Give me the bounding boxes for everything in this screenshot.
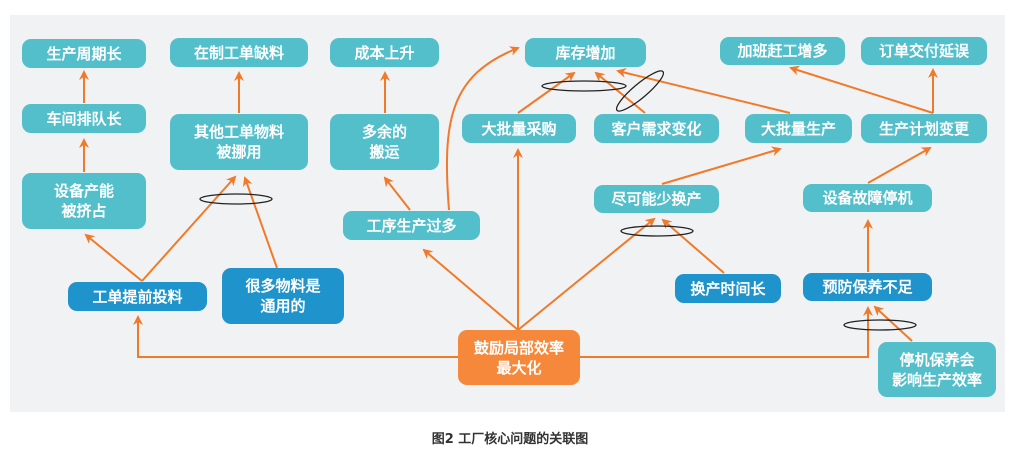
figure-caption: 图2 工厂核心问题的关联图 <box>431 432 589 447</box>
arrow-core-to-pm <box>580 306 873 358</box>
arrow-purchase-to-inventory <box>517 71 576 114</box>
node-overtime-up: 加班赶工增多 <box>720 37 845 65</box>
node-bulk-production: 大批量生产 <box>745 114 852 143</box>
node-inventory-up: 库存增加 <box>525 38 646 67</box>
arrow-early-to-capacity <box>84 233 143 282</box>
node-long-changeover: 换产时间长 <box>675 274 781 303</box>
node-common-materials: 很多物料是 通用的 <box>222 268 344 324</box>
arrow-plan-to-overtime <box>789 65 934 114</box>
node-material-diverted: 其他工单物料 被挪用 <box>170 114 308 170</box>
node-breakdown: 设备故障停机 <box>803 184 932 212</box>
arrow-demand-to-inventory <box>594 71 646 114</box>
arrow-pmeff-to-pm <box>873 305 913 342</box>
arrow-changeover-to-bulkprod <box>661 146 782 185</box>
node-local-efficiency: 鼓励局部效率 最大化 <box>458 330 580 385</box>
arrow-core-to-overprod <box>422 248 519 331</box>
node-demand-change: 客户需求变化 <box>594 114 719 143</box>
node-bulk-purchase: 大批量采购 <box>462 114 576 143</box>
node-capacity-occupied: 设备产能 被挤占 <box>22 173 146 229</box>
node-wip-shortage: 在制工单缺料 <box>170 38 308 67</box>
node-overproduction: 工序生产过多 <box>343 211 480 240</box>
and-ellipse <box>843 319 917 331</box>
arrow-overprod-to-inventory <box>445 46 520 211</box>
and-ellipse <box>541 80 627 92</box>
node-delivery-delay: 订单交付延误 <box>861 37 987 65</box>
arrow-early-to-diverted <box>141 175 237 282</box>
node-pm-affects-efficiency: 停机保养会 影响生产效率 <box>878 342 996 397</box>
arrow-core-to-early <box>133 315 458 358</box>
arrow-longchange-to-changeover <box>661 218 725 274</box>
arrow-overprod-to-handling <box>383 176 411 211</box>
arrow-core-to-changeover <box>517 217 656 331</box>
and-ellipse <box>199 193 273 205</box>
node-plan-change: 生产计划变更 <box>861 114 987 143</box>
node-queue-long: 车间排队长 <box>22 104 146 133</box>
node-cycle-long: 生产周期长 <box>22 39 146 68</box>
node-early-release: 工单提前投料 <box>68 282 207 311</box>
and-ellipse <box>615 70 665 112</box>
node-cost-up: 成本上升 <box>330 38 439 67</box>
arrow-common-to-diverted <box>242 176 278 269</box>
and-ellipse <box>620 225 694 237</box>
node-insufficient-pm: 预防保养不足 <box>803 273 932 301</box>
node-extra-handling: 多余的 搬运 <box>330 114 439 170</box>
arrow-breakdown-to-plan <box>867 147 932 184</box>
arrow-bulkprod-to-inventory <box>616 68 791 114</box>
node-min-changeover: 尽可能少换产 <box>594 185 719 213</box>
